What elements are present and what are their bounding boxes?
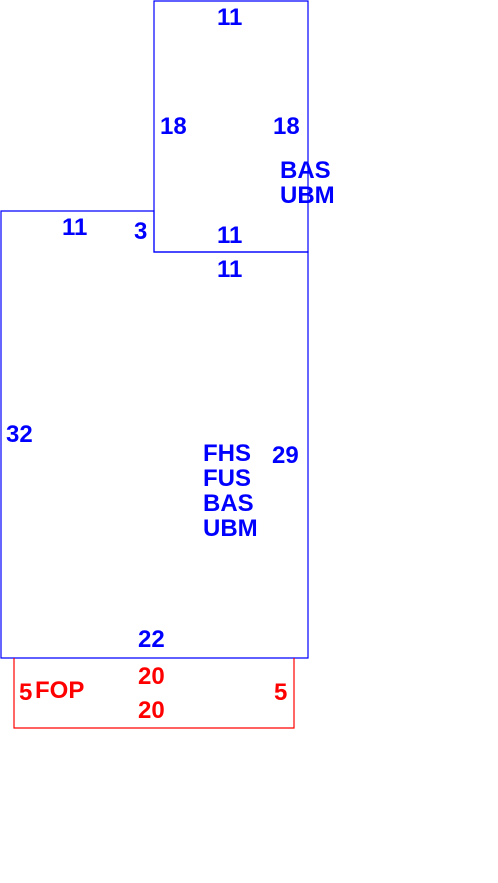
porch-bottom-dimension: 20 [138,697,165,724]
main-area-code-1: FHS [203,440,251,467]
upper-area-code-1: BAS [280,157,331,184]
main-top-right-dimension: 11 [217,256,242,283]
main-left-dimension: 32 [6,421,33,448]
porch-left-dimension: 5 [19,679,32,706]
porch-outline [13,658,295,729]
main-section-outline [0,210,309,659]
main-area-code-2: FUS [203,465,251,492]
porch-top-dimension: 20 [138,663,165,690]
main-area-code-4: UBM [203,515,258,542]
main-area-code-3: BAS [203,490,254,517]
upper-left-dimension: 18 [160,113,187,140]
main-top-left-dimension: 11 [62,214,87,241]
main-right-dimension: 29 [272,442,299,469]
upper-area-code-2: UBM [280,182,335,209]
upper-top-dimension: 11 [217,4,242,31]
porch-right-dimension: 5 [274,679,287,706]
upper-bottom-dimension: 11 [217,222,242,249]
main-bottom-dimension: 22 [138,626,165,653]
main-notch-dimension: 3 [134,218,147,245]
upper-right-dimension: 18 [273,113,300,140]
porch-area-code: FOP [35,677,84,704]
